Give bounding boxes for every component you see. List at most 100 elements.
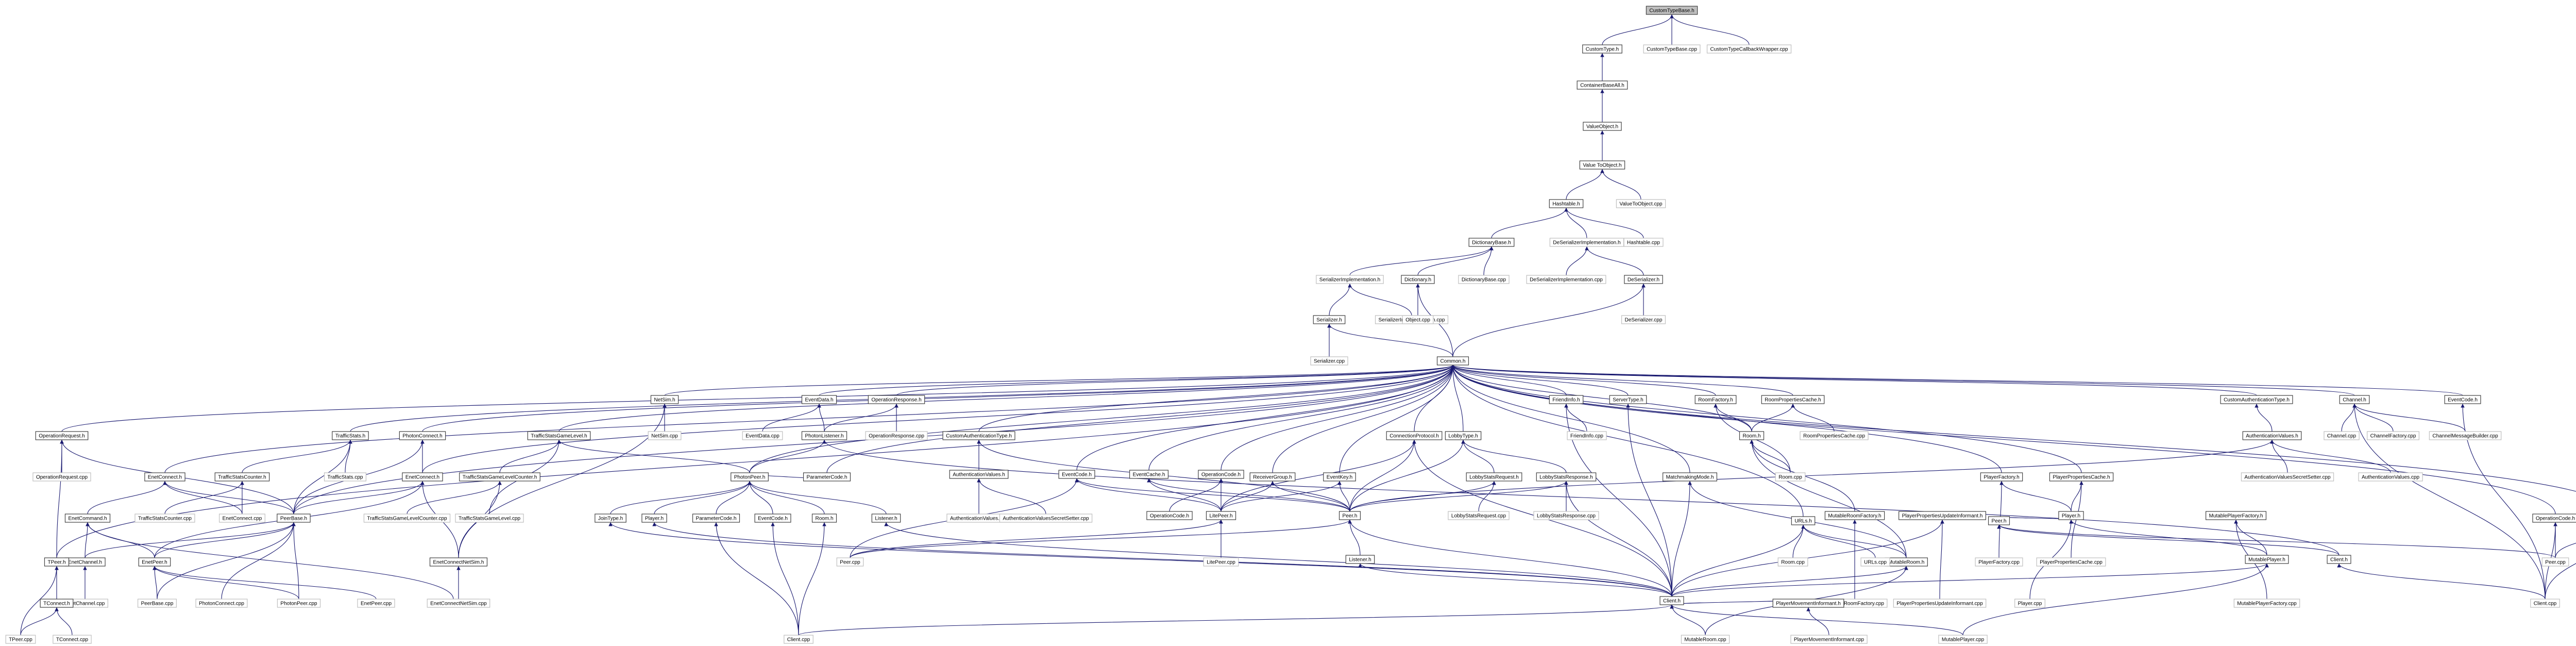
graph-node[interactable]: Player.h (641, 514, 667, 523)
graph-node[interactable]: EnetConnect.h (402, 472, 443, 482)
graph-node[interactable]: AuthenticationValuesSecretSetter.cpp (2241, 472, 2334, 482)
graph-node[interactable]: PhotonConnect.h (399, 431, 446, 440)
graph-node[interactable]: Hashtable.cpp (1623, 238, 1664, 247)
graph-node[interactable]: PlayerMovementInformant.h (1772, 599, 1844, 608)
graph-node[interactable]: Common.h (1436, 356, 1469, 366)
graph-node[interactable]: RoomFactory.h (1694, 395, 1737, 404)
graph-node[interactable]: FriendInfo.h (1549, 395, 1584, 404)
graph-node[interactable]: RoomPropertiesCache.cpp (1800, 431, 1869, 440)
graph-node[interactable]: FriendInfo.cpp (1567, 431, 1607, 440)
graph-node[interactable]: Room.h (1739, 431, 1765, 440)
graph-node[interactable]: CustomType.h (1582, 44, 1622, 54)
graph-node[interactable]: EnetChannel.h (64, 557, 106, 567)
graph-node[interactable]: EnetCommand.h (64, 514, 111, 523)
graph-node[interactable]: ValueObject.h (1583, 122, 1622, 131)
graph-node[interactable]: Client.h (2327, 555, 2351, 564)
graph-node[interactable]: Hashtable.h (1549, 199, 1584, 208)
graph-node[interactable]: TrafficStatsGameLevel.h (527, 431, 591, 440)
graph-node[interactable]: Client.h (1659, 596, 1684, 605)
graph-node[interactable]: PhotonPeer.cpp (277, 599, 321, 608)
graph-node[interactable]: Listener.h (871, 514, 901, 523)
graph-node[interactable]: NetSim.h (650, 395, 679, 404)
graph-node[interactable]: TPeer.h (44, 557, 70, 567)
graph-node[interactable]: ReceiverGroup.h (1249, 472, 1296, 482)
graph-node[interactable]: Channel.cpp (2324, 431, 2360, 440)
graph-node[interactable]: CustomAuthenticationType.h (942, 431, 1015, 440)
graph-node[interactable]: CustomAuthenticationType.h (2220, 395, 2293, 404)
graph-node[interactable]: Object.cpp (1402, 315, 1434, 324)
graph-node[interactable]: ChannelFactory.cpp (2367, 431, 2419, 440)
graph-node[interactable]: URLs.h (1791, 516, 1816, 525)
graph-node[interactable]: ParameterCode.h (692, 514, 740, 523)
graph-node[interactable]: DeSerializerImplementation.h (1549, 238, 1624, 247)
graph-node[interactable]: TrafficStatsGameLevel.cpp (455, 514, 524, 523)
graph-node[interactable]: DeSerializer.cpp (1621, 315, 1666, 324)
graph-node[interactable]: TrafficStatsGameLevelCounter.h (459, 472, 540, 482)
graph-node[interactable]: OperationCode.h (1198, 470, 1244, 479)
graph-node[interactable]: Serializer.cpp (1310, 356, 1348, 366)
graph-node[interactable]: ParameterCode.h (803, 472, 851, 482)
graph-node[interactable]: MutableRoom.cpp (1681, 635, 1730, 644)
graph-node[interactable]: AuthenticationValuesSecretSetter.cpp (999, 514, 1093, 523)
graph-node[interactable]: LobbyStatsResponse.h (1536, 472, 1597, 482)
graph-node[interactable]: Room.h (811, 514, 837, 523)
graph-node[interactable]: LitePeer.cpp (1203, 557, 1239, 567)
graph-node[interactable]: PhotonConnect.cpp (195, 599, 248, 608)
graph-node[interactable]: TConnect.cpp (53, 635, 92, 644)
graph-node[interactable]: PlayerPropertiesUpdateInformant.cpp (1893, 599, 1987, 608)
graph-node[interactable]: ConnectionProtocol.h (1386, 431, 1443, 440)
graph-node[interactable]: TPeer.cpp (5, 635, 36, 644)
graph-node[interactable]: OperationRequest.cpp (32, 472, 91, 482)
graph-node[interactable]: EventKey.h (1323, 472, 1356, 482)
graph-node[interactable]: Client.cpp (2530, 599, 2560, 608)
graph-node[interactable]: EnetConnect.cpp (219, 514, 265, 523)
graph-node[interactable]: Peer.cpp (2541, 557, 2569, 567)
graph-node[interactable]: PlayerMovementInformant.cpp (1790, 635, 1868, 644)
graph-node[interactable]: PhotonPeer.h (731, 472, 769, 482)
graph-node[interactable]: Player.h (2058, 511, 2084, 520)
graph-node[interactable]: Room.cpp (1777, 557, 1808, 567)
graph-node[interactable]: MutablePlayerFactory.cpp (2233, 599, 2300, 608)
graph-node[interactable]: RoomPropertiesCache.h (1761, 395, 1825, 404)
graph-node[interactable]: MutablePlayerFactory.h (2205, 511, 2267, 520)
graph-node[interactable]: DictionaryBase.h (1468, 238, 1515, 247)
graph-node[interactable]: TrafficStatsCounter.cpp (134, 514, 195, 523)
graph-node[interactable]: LobbyStatsRequest.cpp (1448, 511, 1510, 520)
graph-node[interactable]: LobbyStatsResponse.cpp (1533, 511, 1599, 520)
graph-node[interactable]: EventData.h (801, 395, 837, 404)
graph-node[interactable]: DeSerializer.h (1624, 275, 1663, 284)
graph-node[interactable]: EventCode.h (754, 514, 791, 523)
graph-node[interactable]: TrafficStats.h (332, 431, 369, 440)
graph-node[interactable]: SerializerImplementation.h (1316, 275, 1384, 284)
graph-node[interactable]: AuthenticationValues.cpp (946, 514, 1011, 523)
graph-node[interactable]: Player.cpp (2014, 599, 2045, 608)
graph-node[interactable]: EventCache.h (1129, 470, 1169, 479)
graph-node[interactable]: TrafficStatsGameLevelCounter.cpp (363, 514, 451, 523)
graph-node[interactable]: EnetPeer.cpp (357, 599, 395, 608)
graph-node[interactable]: ValueToObject.cpp (1616, 199, 1666, 208)
graph-node[interactable]: ContainerBaseAll.h (1577, 80, 1628, 90)
graph-node[interactable]: EventData.cpp (742, 431, 783, 440)
graph-node[interactable]: AuthenticationValues.h (949, 470, 1009, 479)
graph-node[interactable]: PhotonListener.h (801, 431, 848, 440)
graph-node[interactable]: Value ToObject.h (1579, 160, 1625, 170)
graph-node[interactable]: EnetPeer.h (138, 557, 171, 567)
graph-node[interactable]: EnetConnectNetSim.cpp (427, 599, 490, 608)
graph-node[interactable]: ChannelMessageBuilder.cpp (2429, 431, 2502, 440)
graph-node[interactable]: MutablePlayer.cpp (1938, 635, 1988, 644)
graph-node[interactable]: PlayerPropertiesUpdateInformant.h (1899, 511, 1986, 520)
graph-node[interactable]: NetSim.cpp (648, 431, 682, 440)
graph-node[interactable]: EnetConnectNetSim.h (429, 557, 488, 567)
graph-node[interactable]: PlayerPropertiesCache.cpp (2036, 557, 2106, 567)
graph-node[interactable]: OperationResponse.cpp (865, 431, 928, 440)
graph-node[interactable]: EnetConnect.h (144, 472, 185, 482)
graph-node[interactable]: PeerBase.cpp (137, 599, 177, 608)
graph-node[interactable]: OperationCode.h (2532, 514, 2576, 523)
graph-node[interactable]: Peer.h (1338, 511, 1361, 520)
graph-node[interactable]: Channel.h (2339, 395, 2370, 404)
graph-node[interactable]: URLs.cpp (1860, 557, 1890, 567)
graph-node[interactable]: MutableRoomFactory.h (1824, 511, 1885, 520)
graph-node[interactable]: DeSerializerImplementation.cpp (1526, 275, 1606, 284)
graph-node[interactable]: Listener.h (1345, 555, 1375, 564)
graph-node[interactable]: MutablePlayer.h (2245, 555, 2289, 564)
